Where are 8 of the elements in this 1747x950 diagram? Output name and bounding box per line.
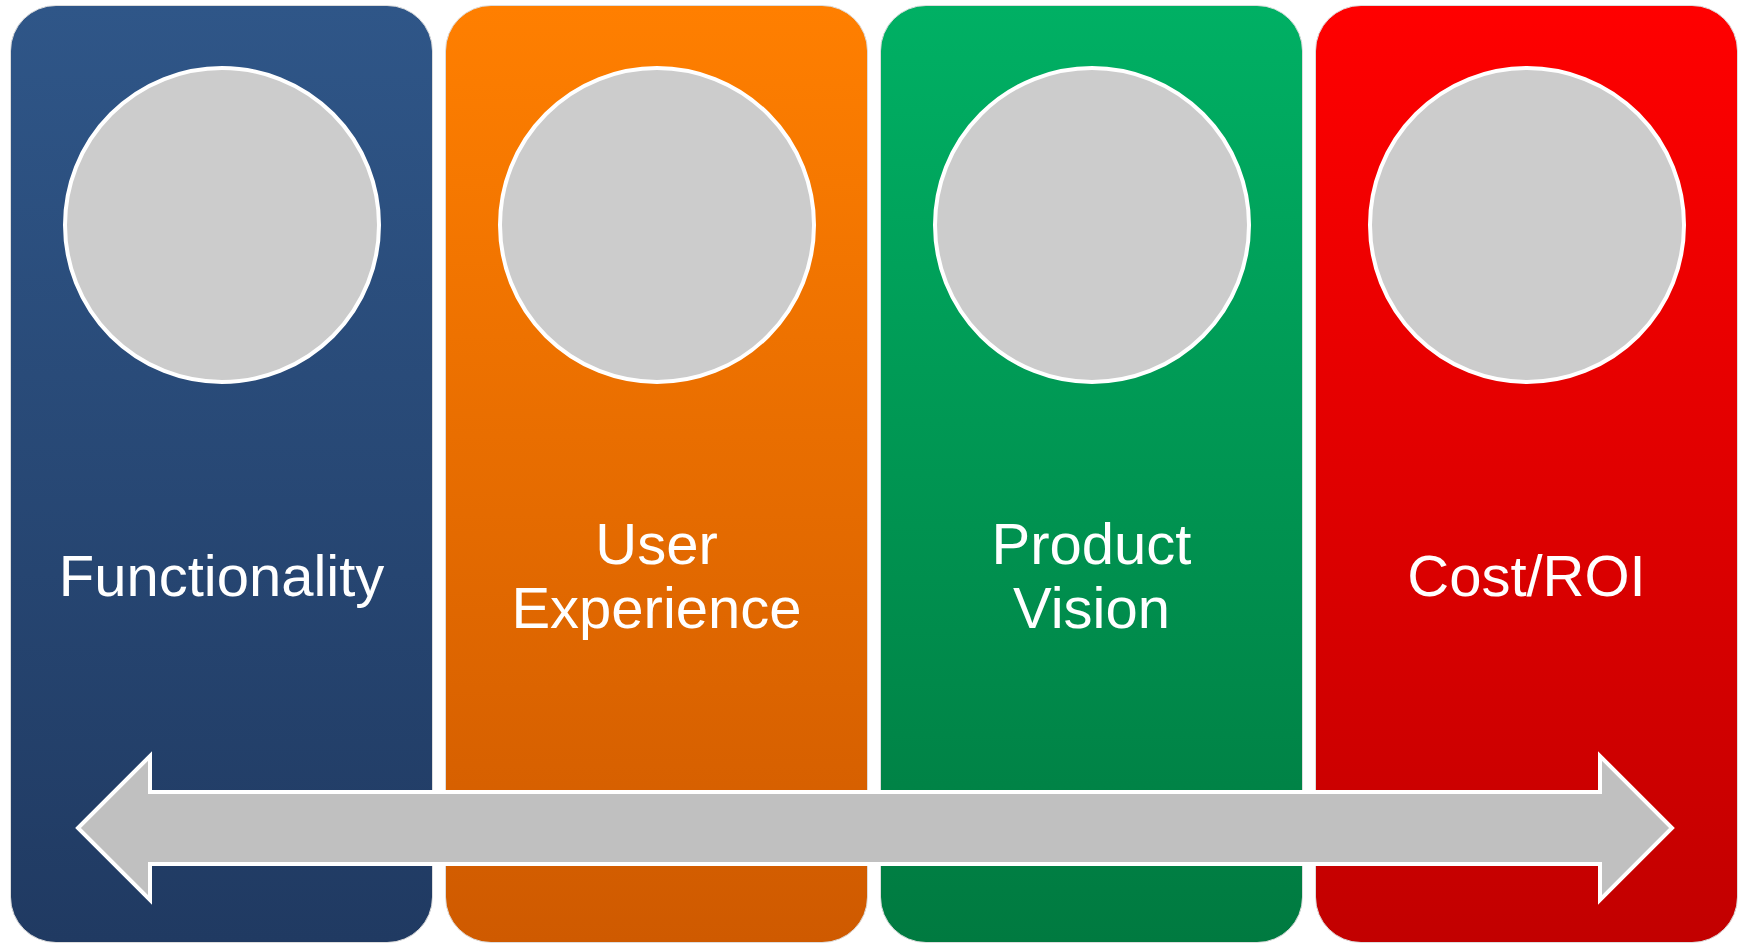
category-panel xyxy=(880,5,1303,943)
category-panel xyxy=(1315,5,1738,943)
panel-label: Product Vision xyxy=(990,512,1193,640)
panel-label: Functionality xyxy=(58,544,385,608)
panel-label: User Experience xyxy=(511,512,802,640)
category-panel xyxy=(10,5,433,943)
panel-label: Cost/ROI xyxy=(1407,544,1646,608)
category-panel xyxy=(445,5,868,943)
